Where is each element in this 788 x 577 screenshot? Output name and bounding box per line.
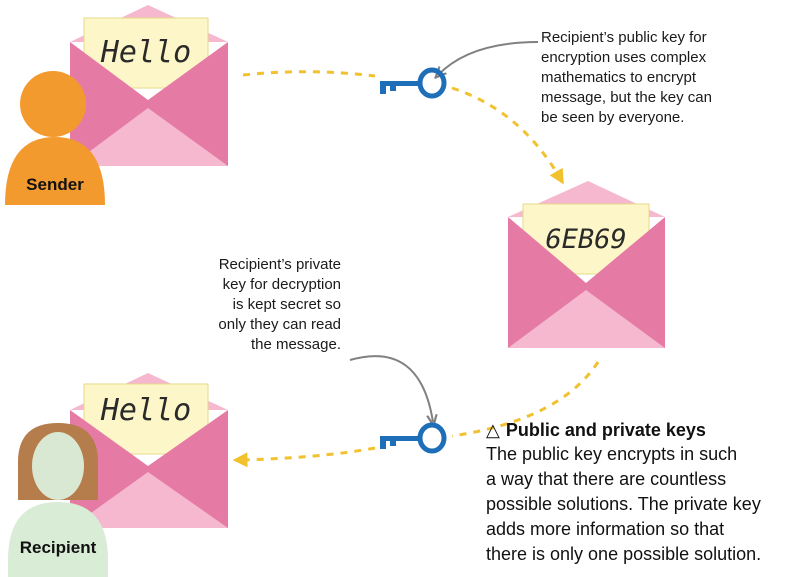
sender-body xyxy=(5,137,105,205)
flow-arrow-private-key-to-recipient xyxy=(232,446,376,468)
recipient-figure: Recipient xyxy=(8,423,108,577)
sender-message-text: Hello xyxy=(100,35,191,70)
private-key-pointer-arrow xyxy=(349,355,433,422)
flow-arrow-encrypted-to-private-key xyxy=(451,361,600,438)
flow-arrow-public-key-to-encrypted xyxy=(451,86,564,185)
recipient-envelope: Hello xyxy=(70,373,228,528)
caption-body: The public key encrypts in such a way th… xyxy=(486,444,762,564)
public-key-icon xyxy=(380,67,447,99)
encrypted-envelope: 6EB69 xyxy=(508,181,665,348)
private-key-icon xyxy=(380,422,447,454)
recipient-face xyxy=(32,432,84,500)
caption-box: △Public and private keys The public key … xyxy=(486,418,786,567)
public-key-pointer-arrow xyxy=(438,41,539,75)
recipient-message-text: Hello xyxy=(100,393,191,428)
message-flow-path xyxy=(232,70,600,468)
sender-head xyxy=(20,71,86,137)
sender-label: Sender xyxy=(26,175,84,194)
sender-envelope: Hello xyxy=(70,5,228,166)
public-key-annotation: Recipient’s public key for encryption us… xyxy=(541,29,712,126)
caption-title-line: △Public and private keys xyxy=(486,418,786,442)
recipient-label: Recipient xyxy=(20,538,97,557)
recipient-body xyxy=(8,502,108,577)
triangle-icon: △ xyxy=(486,420,500,440)
sender-figure: Sender xyxy=(5,71,105,205)
private-key-annotation: Recipient’s private key for decryption i… xyxy=(218,256,341,353)
caption-title: Public and private keys xyxy=(505,420,706,440)
encrypted-message-text: 6EB69 xyxy=(545,224,626,255)
flow-arrow-sender-to-public-key xyxy=(242,70,376,78)
